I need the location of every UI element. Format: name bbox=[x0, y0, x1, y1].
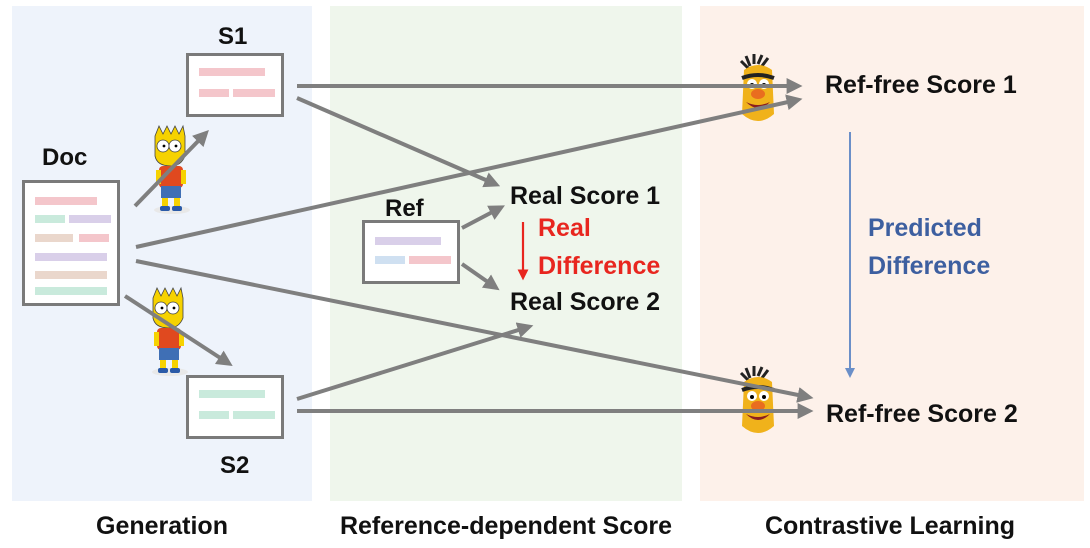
ref-free-score-1: Ref-free Score 1 bbox=[825, 71, 1017, 99]
arrow-doc-to-free2 bbox=[135, 259, 814, 403]
s2-box bbox=[186, 375, 284, 439]
bert-muppet-icon bbox=[739, 366, 775, 433]
s2-label: S2 bbox=[220, 452, 250, 479]
doc-label: Doc bbox=[42, 144, 88, 171]
predicted-difference-line1: Predicted bbox=[868, 214, 982, 242]
ref-box bbox=[362, 220, 460, 284]
bart-figure-icon bbox=[154, 124, 190, 214]
arrow-s1-to-real1 bbox=[296, 96, 501, 188]
s1-box bbox=[186, 53, 284, 117]
real-score-1: Real Score 1 bbox=[510, 182, 661, 210]
arrow-s2-to-real2 bbox=[296, 322, 534, 401]
arrow-doc-to-free1 bbox=[135, 94, 803, 249]
section-generation: Generation bbox=[96, 512, 228, 540]
doc-box bbox=[22, 180, 120, 306]
ref-label: Ref bbox=[385, 195, 424, 222]
predicted-difference-line2: Difference bbox=[868, 252, 991, 280]
section-contrastive-learning: Contrastive Learning bbox=[764, 512, 1016, 540]
ref-free-score-2: Ref-free Score 2 bbox=[826, 400, 1018, 428]
section-reference-dependent-score: Reference-dependent Score bbox=[339, 512, 673, 540]
real-score-2: Real Score 2 bbox=[510, 288, 661, 316]
arrow-doc-to-s1 bbox=[133, 129, 209, 208]
real-difference-line2: Difference bbox=[538, 252, 661, 280]
arrow-ref-to-real2 bbox=[460, 262, 500, 291]
real-difference-line1: Real bbox=[538, 214, 591, 242]
flow-arrows bbox=[123, 78, 814, 419]
arrow-doc-to-s2 bbox=[123, 294, 233, 367]
s1-label: S1 bbox=[218, 23, 248, 50]
arrow-ref-to-real1 bbox=[461, 205, 505, 230]
